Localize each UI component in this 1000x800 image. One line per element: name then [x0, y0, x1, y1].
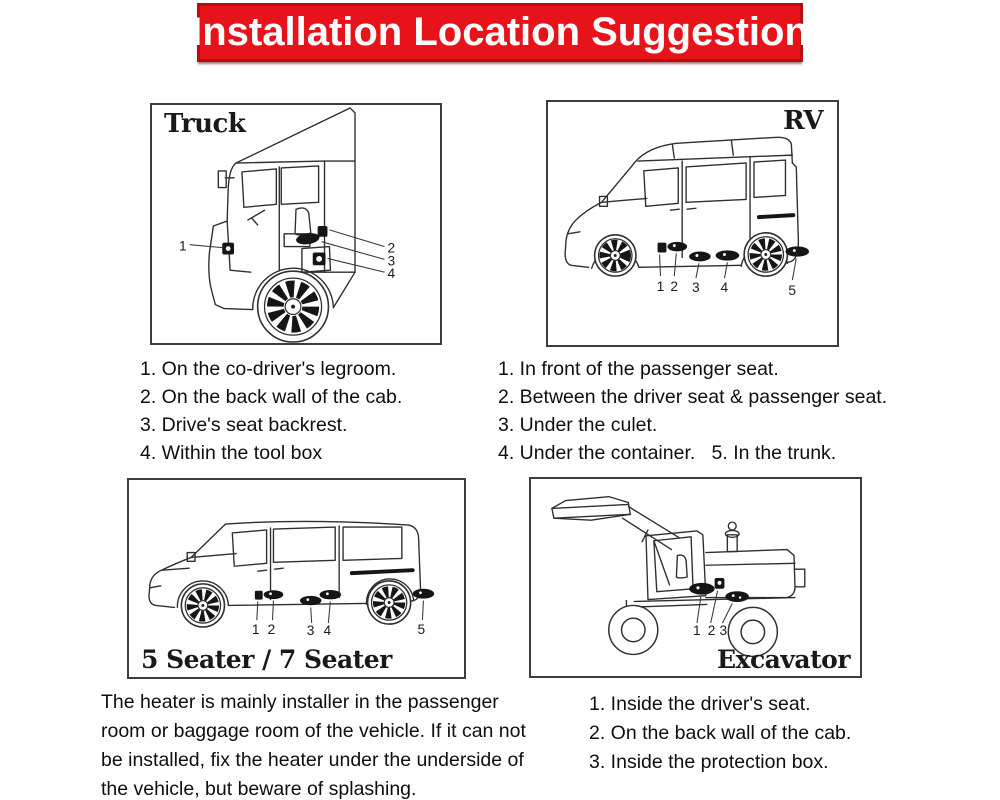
panel-label-truck: Truck	[164, 109, 246, 139]
callout-number: 2	[387, 241, 395, 256]
list-item: 1. Inside the driver's seat.	[589, 693, 811, 715]
truck-illustration: 1 2 3 4	[179, 107, 395, 343]
excavator-heater-units	[689, 577, 749, 603]
callout-number: 1	[179, 239, 187, 254]
note-line: The heater is mainly installer in the pa…	[101, 691, 499, 713]
callout-number: 3	[692, 280, 700, 295]
list-item: 2. On the back wall of the cab.	[589, 722, 852, 744]
list-item: 2. On the back wall of the cab.	[140, 386, 403, 408]
callout-number: 4	[721, 280, 729, 295]
list-item: 4. Under the container. 5. In the trunk.	[498, 442, 837, 464]
truck-heater-units	[222, 225, 328, 266]
list-item: 1. On the co-driver's legroom.	[140, 358, 397, 380]
seater-callout-leaders	[256, 600, 424, 624]
truck-callout-leaders	[189, 229, 385, 273]
rv-location-list: 1. In front of the passenger seat. 2. Be…	[498, 355, 887, 467]
seater-front-wheel	[180, 583, 226, 628]
list-item: 3. Drive's seat backrest.	[140, 414, 348, 436]
title-banner: Installation Location Suggestion	[191, 3, 809, 62]
panel-excavator: 1 2 3 Excavator	[529, 477, 862, 678]
excavator-front-wheel	[608, 604, 659, 656]
callout-number: 2	[708, 623, 716, 638]
callout-number: 1	[657, 279, 665, 294]
callout-number: 2	[670, 279, 678, 294]
list-item: 3. Inside the protection box.	[589, 751, 829, 773]
rv-illustration: 1 2 3 4 5	[564, 136, 810, 298]
callout-number: 5	[418, 622, 426, 637]
rv-body-outline	[564, 136, 800, 269]
list-item: 4. Within the tool box	[140, 442, 323, 464]
note-line: the vehicle, but beware of splashing.	[101, 778, 417, 800]
list-item: 1. In front of the passenger seat.	[498, 358, 779, 380]
truck-wheel	[256, 270, 330, 343]
callout-number: 4	[387, 266, 395, 281]
callout-number: 5	[788, 283, 796, 298]
seater-heater-units	[254, 588, 435, 606]
callout-number: 2	[268, 622, 276, 637]
seater-illustration: 1 2 3 4 5	[148, 520, 435, 638]
note-line: be installed, fix the heater under the u…	[101, 749, 524, 771]
rv-heater-units	[657, 241, 810, 262]
rv-rear-wheel	[743, 232, 789, 277]
panel-label-excavator: Excavator	[717, 645, 851, 674]
excavator-callout-leaders	[696, 590, 733, 624]
note-line: room or baggage room of the vehicle. If …	[101, 720, 526, 742]
truck-body-outline	[208, 107, 356, 311]
callout-number: 3	[307, 623, 315, 638]
list-item: 2. Between the driver seat & passenger s…	[498, 386, 888, 408]
list-item: 3. Under the culet.	[498, 414, 658, 436]
seater-rear-wheel	[366, 580, 412, 625]
panel-label-rv: RV	[783, 106, 823, 136]
excavator-location-list: 1. Inside the driver's seat. 2. On the b…	[589, 690, 851, 777]
rv-front-wheel	[593, 234, 637, 277]
excavator-rear-wheel	[727, 606, 779, 658]
panel-label-seater: 5 Seater / 7 Seater	[141, 645, 392, 674]
callout-number: 1	[252, 622, 260, 637]
installation-note: The heater is mainly installer in the pa…	[101, 688, 526, 800]
panel-seater: 1 2 3 4 5 5 Seater / 7 Seater	[127, 478, 466, 679]
callout-number: 3	[387, 253, 395, 268]
callout-number: 3	[720, 623, 728, 638]
excavator-illustration: 1 2 3	[551, 495, 806, 658]
seater-body-outline	[148, 520, 422, 609]
page-title: Installation Location Suggestion	[191, 10, 809, 54]
callout-number: 1	[693, 623, 701, 638]
callout-number: 4	[323, 623, 331, 638]
panel-rv: 1 2 3 4 5 RV	[546, 100, 839, 347]
truck-location-list: 1. On the co-driver's legroom. 2. On the…	[140, 355, 402, 467]
panel-truck: 1 2 3 4 Truck	[150, 103, 442, 345]
excavator-body-outline	[551, 495, 806, 609]
rv-callout-leaders	[659, 253, 797, 281]
